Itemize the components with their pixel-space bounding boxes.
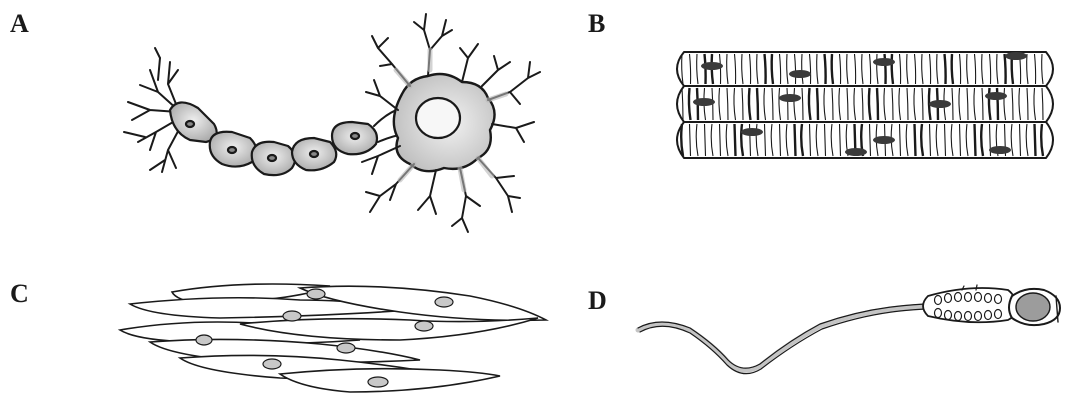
muscle-fiber [677, 86, 1053, 122]
muscle-fiber [677, 52, 1053, 86]
sperm-nucleus [1016, 293, 1050, 321]
flagellum [638, 306, 930, 370]
fiber-nucleus [873, 136, 895, 144]
striation [1005, 54, 1006, 84]
neuron-icon [124, 14, 540, 232]
striation [832, 54, 833, 84]
striation [975, 124, 976, 156]
fiber-nucleus [693, 98, 715, 106]
striation [735, 124, 736, 156]
myelin-sheath-segments [170, 102, 377, 175]
fiber-nucleus [701, 62, 723, 70]
muscle-fiber [677, 122, 1053, 158]
sperm-cell-icon [638, 285, 1060, 374]
striation [765, 54, 766, 84]
striation [1035, 124, 1036, 156]
striation [952, 54, 953, 84]
striation [757, 88, 758, 120]
flagellum-outline [638, 304, 930, 368]
fiber-nucleus [929, 100, 951, 108]
fiber-nucleus [1005, 52, 1027, 60]
striation [795, 124, 796, 156]
fiber-nucleus [845, 148, 867, 156]
nucleus [416, 98, 460, 138]
striation [915, 124, 916, 156]
smooth-muscle-cells-icon [120, 284, 546, 392]
striation [892, 54, 893, 84]
smooth-muscle-cell [280, 369, 500, 392]
fiber-nucleus [779, 94, 801, 102]
striation [825, 54, 826, 84]
striation [877, 88, 878, 120]
fiber-nucleus [741, 128, 763, 136]
muscle-fibers [677, 52, 1053, 158]
fiber-nucleus [989, 146, 1011, 154]
striated-muscle-fibers-icon [677, 52, 1053, 158]
striation [772, 54, 773, 84]
striation [945, 54, 946, 84]
fiber-nucleus [789, 70, 811, 78]
fiber-nucleus [985, 92, 1007, 100]
striation [817, 88, 818, 120]
fiber-nucleus [873, 58, 895, 66]
